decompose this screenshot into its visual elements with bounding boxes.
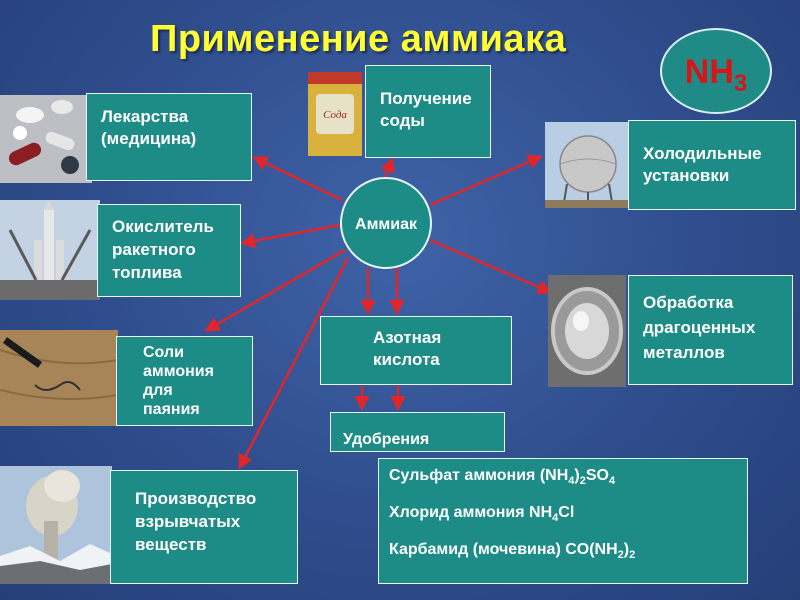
- box-fridge-label: Холодильные установки: [643, 144, 762, 185]
- soda-box-image: Сода: [302, 66, 368, 158]
- salt-sub: 2: [579, 475, 586, 488]
- ammonium-salts-box: Сульфат аммония (NH4)2SO4 Хлорид аммония…: [378, 458, 748, 584]
- box-explosives-label: Производство взрывчатых веществ: [135, 489, 257, 554]
- arrow-fridge: [429, 154, 543, 207]
- box-oxidizer-label: Окислитель ракетного топлива: [112, 217, 214, 282]
- salt-item-chloride: Хлорид аммония NH4Cl: [389, 504, 747, 541]
- salt-sub: 2: [629, 549, 636, 562]
- salt-sub: 4: [608, 475, 616, 488]
- arrow-explosives: [238, 257, 350, 470]
- box-fertilizer: Удобрения: [330, 412, 505, 452]
- box-fridge: Холодильные установки: [628, 120, 796, 210]
- pills-image: [0, 95, 92, 183]
- salt-sub: 2: [617, 549, 624, 562]
- salt-sub: 4: [568, 475, 575, 488]
- salt-item-urea: Карбамид (мочевина) CO(NH2)2: [389, 541, 747, 578]
- arrow-oxidizer: [240, 223, 341, 249]
- salt-text: Карбамид (мочевина) CO(NH: [389, 541, 618, 558]
- arrow-medicine: [252, 156, 343, 202]
- box-metals-label: Обработка драгоценных металлов: [643, 293, 756, 362]
- storage-tank-image: [545, 122, 631, 208]
- salt-text: Cl: [558, 504, 575, 521]
- salt-sub: 4: [552, 512, 559, 525]
- salt-text: SO: [585, 467, 609, 484]
- salt-text: Сульфат аммония (NH: [389, 467, 569, 484]
- box-nitric: Азотная кислота: [320, 316, 512, 385]
- box-fertilizer-label: Удобрения: [343, 431, 430, 448]
- salt-item-sulfate: Сульфат аммония (NH4)2SO4: [389, 467, 747, 504]
- box-solder-label: Соли аммония для паяния: [143, 344, 214, 418]
- box-soda-label: Получение соды: [380, 89, 472, 130]
- box-oxidizer: Окислитель ракетного топлива: [97, 204, 241, 297]
- soldering-iron-image: [0, 330, 118, 426]
- slide-title: Применение аммиака: [150, 18, 567, 60]
- explosion-image: [0, 466, 112, 584]
- arrow-soda: [380, 157, 395, 178]
- hub-ammonia: Аммиак: [340, 177, 432, 269]
- salt-text: Хлорид аммония NH: [389, 504, 553, 521]
- rocket-image: [0, 200, 100, 300]
- formula-badge: NH3: [660, 28, 772, 114]
- formula-subscript: 3: [733, 70, 748, 97]
- box-metals: Обработка драгоценных металлов: [628, 275, 793, 385]
- box-soda: Получение соды: [365, 65, 491, 158]
- salt-text: ): [623, 541, 630, 558]
- precious-metal-image: [548, 275, 626, 387]
- box-medicine: Лекарства (медицина): [86, 93, 252, 181]
- svg-text:Сода: Сода: [323, 109, 347, 121]
- box-nitric-label: Азотная кислота: [373, 328, 442, 369]
- box-explosives: Производство взрывчатых веществ: [110, 470, 298, 584]
- arrow-metals: [429, 238, 553, 295]
- box-medicine-label: Лекарства (медицина): [101, 107, 197, 148]
- box-solder: Соли аммония для паяния: [116, 336, 253, 426]
- formula-main: NH: [684, 53, 734, 91]
- arrow-solder: [204, 248, 346, 332]
- salt-text: ): [574, 467, 580, 484]
